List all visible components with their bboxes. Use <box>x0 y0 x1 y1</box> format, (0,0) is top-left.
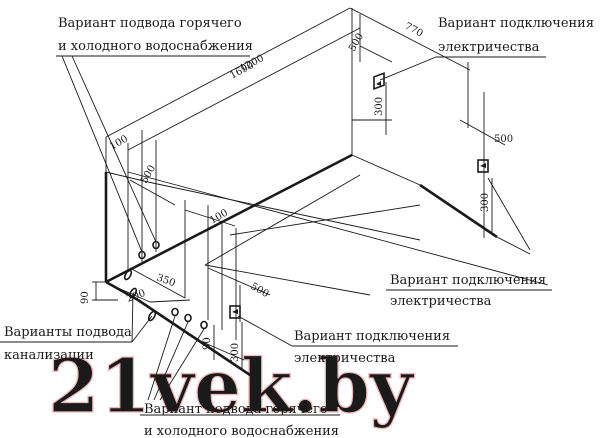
pipe-outlet-icon <box>171 307 179 317</box>
dim-line-500-right <box>459 119 506 146</box>
drain-outlet-icon <box>147 310 157 322</box>
pipe-outlet-icon <box>200 320 208 330</box>
dim-350: 350 <box>155 272 177 289</box>
dim-90-left: 90 <box>80 291 91 304</box>
leader-lines <box>0 55 552 416</box>
drain-outlet-icon <box>128 287 138 299</box>
dim-line-770 <box>349 7 471 71</box>
front-floor-edge <box>137 298 251 377</box>
label-elec-low-line2: электричества <box>294 351 396 366</box>
dim-500-center: 500 <box>249 281 271 300</box>
label-drain-line2: канализации <box>4 348 94 363</box>
socket-icon <box>373 72 385 90</box>
dim-line-1690 <box>105 7 351 138</box>
pipe-outlet-icon <box>184 313 192 323</box>
label-elec-low-line1: Вариант подключения <box>294 329 450 344</box>
socket-icon <box>477 159 489 173</box>
dim-line-500-center <box>207 267 271 296</box>
label-water-bottom-line2: и холодного водоснабжения <box>144 424 339 438</box>
dim-line-100-center <box>184 209 236 227</box>
dim-90-bottom: 90 <box>202 337 213 350</box>
label-water-bottom-line1: Вариант подвода горячего <box>144 402 328 417</box>
dim-500-top: 500 <box>347 31 366 53</box>
dim-300-right: 300 <box>480 193 491 212</box>
dim-100-left: 100 <box>108 134 130 153</box>
label-water-top-line2: и холодного водоснабжения <box>58 39 253 54</box>
label-elec-mid-line2: электричества <box>390 294 492 309</box>
watermark: 21vek.by <box>48 344 415 430</box>
wall-floor-line <box>105 153 353 284</box>
dimension-numbers: 1690 1200 770 500 300 500 300 100 500 10… <box>80 21 513 362</box>
label-water-top-line1: Вариант подвода горячего <box>58 16 242 31</box>
drain-outlet-icon <box>123 269 133 281</box>
dim-500-right: 500 <box>494 134 513 145</box>
callout-labels: Вариант подвода горячего и холодного вод… <box>4 16 594 438</box>
socket-icon <box>229 305 241 319</box>
dim-line-350 <box>129 267 186 299</box>
dim-300-bottom: 300 <box>230 343 241 362</box>
dim-300-top: 300 <box>374 97 385 116</box>
guide-line-upper <box>127 171 549 286</box>
label-drain-line1: Варианты подвода <box>4 325 132 340</box>
label-elec-mid-line1: Вариант подключения <box>390 273 546 288</box>
label-elec-top-line1: Вариант подключения <box>438 16 594 31</box>
dim-line-1200 <box>127 27 361 151</box>
dim-line-500-left <box>129 179 176 206</box>
label-elec-top-line2: электричества <box>438 40 540 55</box>
construction-lines <box>92 7 549 370</box>
